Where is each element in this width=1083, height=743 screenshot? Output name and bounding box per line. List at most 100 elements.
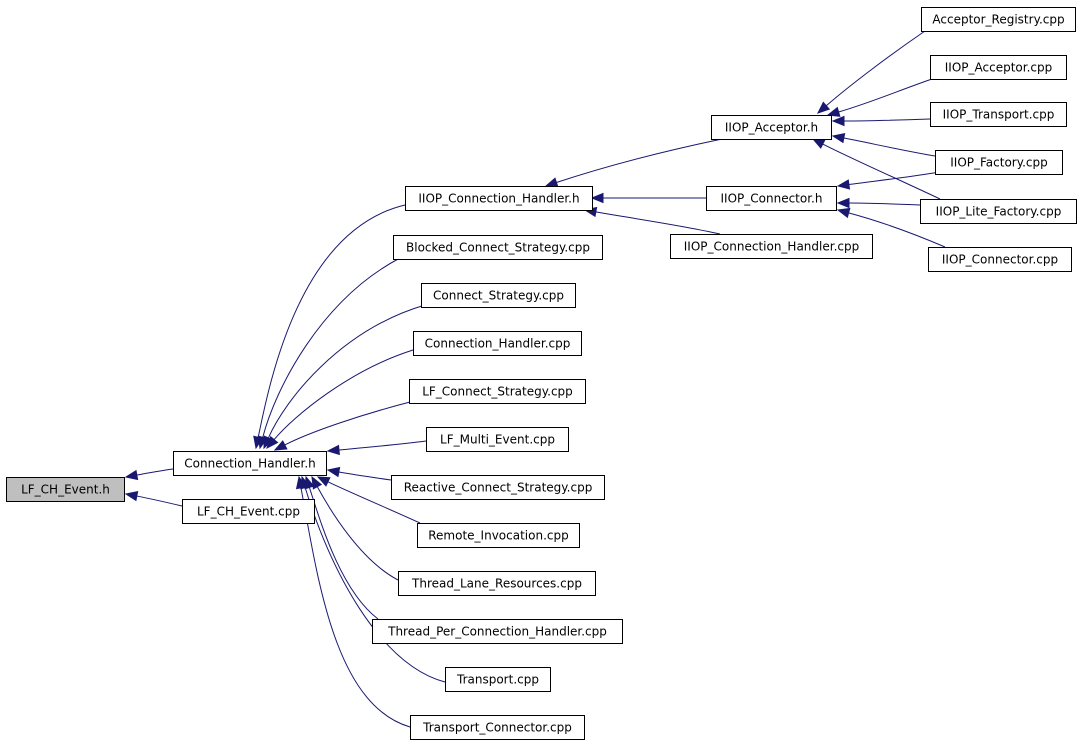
node-label: Thread_Lane_Resources.cpp xyxy=(411,577,582,591)
edge-iiop_connection_handler_cpp-to-iiop_connection_handler_h xyxy=(583,206,721,235)
arrowhead-icon xyxy=(826,106,841,117)
arrowhead-icon xyxy=(273,440,288,451)
edge-acceptor_registry_cpp-to-iiop_acceptor_h xyxy=(817,30,926,114)
node-acceptor-registry-cpp[interactable]: Acceptor_Registry.cpp xyxy=(921,7,1076,32)
node-label: IIOP_Connector.h xyxy=(721,192,823,206)
node-lf-connect-strategy-cpp[interactable]: LF_Connect_Strategy.cpp xyxy=(409,379,586,404)
node-box xyxy=(445,667,551,692)
node-box xyxy=(928,247,1072,272)
node-label: IIOP_Acceptor.cpp xyxy=(945,61,1052,75)
node-label: Connect_Strategy.cpp xyxy=(433,289,564,303)
arrowhead-icon xyxy=(295,475,307,490)
edge-iiop_connector_cpp-to-iiop_connector_h xyxy=(836,207,946,248)
edge-line xyxy=(136,468,174,476)
node-thread-lane-resources-cpp[interactable]: Thread_Lane_Resources.cpp xyxy=(398,571,596,596)
node-box xyxy=(398,571,596,596)
node-iiop-acceptor-cpp[interactable]: IIOP_Acceptor.cpp xyxy=(930,55,1067,80)
node-iiop-connection-handler-h[interactable]: IIOP_Connection_Handler.h xyxy=(405,186,593,211)
edge-iiop_transport_cpp-to-iiop_acceptor_h xyxy=(831,115,931,127)
node-label: Transport.cpp xyxy=(456,673,539,687)
node-connection-handler-cpp[interactable]: Connection_Handler.cpp xyxy=(413,331,582,356)
node-box xyxy=(706,186,837,211)
edge-line xyxy=(843,118,931,122)
edge-connection_handler_cpp-to-connection_handler_h xyxy=(266,349,414,450)
arrowhead-icon xyxy=(817,101,831,114)
node-thread-per-connection-handler-cpp[interactable]: Thread_Per_Connection_Handler.cpp xyxy=(372,619,623,644)
node-label: IIOP_Transport.cpp xyxy=(943,108,1055,122)
arrowhead-icon xyxy=(326,466,341,478)
node-label: IIOP_Connection_Handler.cpp xyxy=(684,240,859,254)
node-label: Acceptor_Registry.cpp xyxy=(932,13,1064,27)
node-iiop-acceptor-h[interactable]: IIOP_Acceptor.h xyxy=(711,115,832,140)
edge-line xyxy=(327,481,421,524)
arrowhead-icon xyxy=(124,490,139,502)
edge-thread_lane_resources_cpp-to-connection_handler_h xyxy=(311,475,399,581)
node-box xyxy=(405,186,593,211)
edge-transport_connector_cpp-to-connection_handler_h xyxy=(295,475,411,728)
edge-line xyxy=(136,495,183,507)
arrowhead-icon xyxy=(266,435,279,450)
nodes-layer: LF_CH_Event.h Connection_Handler.hLF_CH_E… xyxy=(6,7,1077,740)
node-label: Reactive_Connect_Strategy.cpp xyxy=(404,481,593,495)
node-box xyxy=(173,451,327,476)
node-box xyxy=(670,234,873,259)
node-box xyxy=(410,715,585,740)
edge-line xyxy=(284,401,411,446)
node-box xyxy=(182,499,315,524)
edge-iiop_connector_h-to-iiop_connection_handler_h xyxy=(590,192,707,204)
node-iiop-factory-cpp[interactable]: IIOP_Factory.cpp xyxy=(935,150,1063,175)
edge-line xyxy=(257,204,406,438)
node-box xyxy=(930,102,1067,127)
edge-iiop_connection_handler_h-to-connection_handler_h xyxy=(253,204,406,450)
node-label: LF_CH_Event.h xyxy=(21,483,110,497)
node-connect-strategy-cpp[interactable]: Connect_Strategy.cpp xyxy=(421,283,576,308)
node-connection-handler-h[interactable]: Connection_Handler.h xyxy=(173,451,327,476)
node-label: IIOP_Factory.cpp xyxy=(950,156,1048,170)
edge-line xyxy=(822,143,941,200)
node-box xyxy=(417,523,580,548)
node-label: LF_CH_Event.cpp xyxy=(197,505,300,519)
edge-lf_connect_strategy_cpp-to-connection_handler_h xyxy=(273,401,411,451)
edge-reactive_connect_strategy_cpp-to-connection_handler_h xyxy=(326,466,392,481)
edges-layer xyxy=(124,30,946,728)
node-box xyxy=(409,379,586,404)
node-remote-invocation-cpp[interactable]: Remote_Invocation.cpp xyxy=(417,523,580,548)
node-iiop-connector-h[interactable]: IIOP_Connector.h xyxy=(706,186,837,211)
edge-line xyxy=(825,30,926,107)
node-box xyxy=(930,55,1067,80)
node-lf-ch-event-cpp[interactable]: LF_CH_Event.cpp xyxy=(182,499,315,524)
node-box xyxy=(393,235,603,260)
node-blocked-connect-strategy-cpp[interactable]: Blocked_Connect_Strategy.cpp xyxy=(393,235,603,260)
edge-iiop_factory_cpp-to-iiop_connector_h xyxy=(836,171,941,190)
node-label: Connection_Handler.h xyxy=(184,457,315,471)
node-lf-multi-event-cpp[interactable]: LF_Multi_Event.cpp xyxy=(426,427,569,452)
node-label: IIOP_Connector.cpp xyxy=(942,253,1058,267)
arrowhead-icon xyxy=(836,197,850,209)
edge-line xyxy=(338,471,392,481)
node-iiop-lite-factory-cpp[interactable]: IIOP_Lite_Factory.cpp xyxy=(920,199,1077,224)
node-box xyxy=(935,150,1063,175)
node-transport-connector-cpp[interactable]: Transport_Connector.cpp xyxy=(410,715,585,740)
arrowhead-icon xyxy=(544,177,559,188)
edge-iiop_acceptor_h-to-iiop_connection_handler_h xyxy=(544,138,723,188)
node-box xyxy=(413,331,582,356)
node-reactive-connect-strategy-cpp[interactable]: Reactive_Connect_Strategy.cpp xyxy=(391,475,605,500)
node-box xyxy=(421,283,576,308)
node-iiop-transport-cpp[interactable]: IIOP_Transport.cpp xyxy=(930,102,1067,127)
arrowhead-icon xyxy=(316,476,331,487)
edge-line xyxy=(338,440,427,451)
arrowhead-icon xyxy=(590,192,604,204)
node-iiop-connection-handler-cpp[interactable]: IIOP_Connection_Handler.cpp xyxy=(670,234,873,259)
node-label: IIOP_Lite_Factory.cpp xyxy=(936,205,1062,219)
edge-lf_ch_event_cpp-to-lf_ch_event_h xyxy=(124,490,183,507)
node-box xyxy=(921,7,1076,32)
node-iiop-connector-cpp[interactable]: IIOP_Connector.cpp xyxy=(928,247,1072,272)
edge-iiop_acceptor_cpp-to-iiop_acceptor_h xyxy=(826,78,933,117)
node-transport-cpp[interactable]: Transport.cpp xyxy=(445,667,551,692)
arrowhead-icon xyxy=(124,469,139,481)
edge-iiop_factory_cpp-to-iiop_acceptor_h xyxy=(831,132,936,157)
edge-connection_handler_h-to-lf_ch_event_h xyxy=(124,468,174,481)
arrowhead-icon xyxy=(811,138,826,149)
